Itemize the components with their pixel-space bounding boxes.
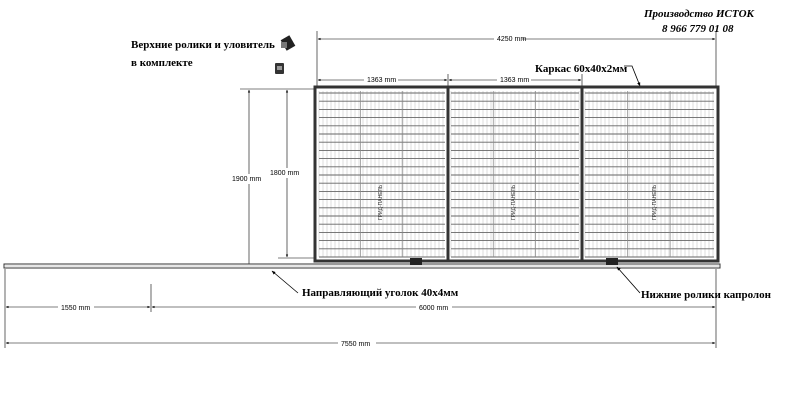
panel-stamp: ГРИД-ПАНЕЛЬ <box>652 184 658 220</box>
bottom-rollers-label: Нижние ролики капролон <box>641 289 772 301</box>
panel-stamp: ГРИД-ПАНЕЛЬ <box>511 184 517 220</box>
bottom-rollers-leader <box>616 266 641 294</box>
frame-label: Каркас 60х40х2мм <box>535 63 628 75</box>
panel-right-label: 1363 mm <box>500 77 529 84</box>
guide-rail-leader <box>271 270 299 294</box>
company-name: Производство ИСТОК <box>643 8 755 20</box>
grid-panel: ГРИД-ПАНЕЛЬ <box>318 91 445 258</box>
guide-rail <box>3 263 721 269</box>
gate-frame: ГРИД-ПАНЕЛЬ ГРИД-ПАНЕЛЬ ГРИД-ПАНЕЛЬ <box>313 85 720 263</box>
panel-height-label: 1800 mm <box>270 170 299 177</box>
panel-left-label: 1363 mm <box>367 77 396 84</box>
bottom-roller-right <box>606 258 618 265</box>
catcher-icon <box>275 63 284 74</box>
bottom-roller-left <box>410 258 422 265</box>
grid-panel: ГРИД-ПАНЕЛЬ <box>450 91 580 258</box>
overall-length-label: 7550 mm <box>341 341 370 348</box>
grid-panel: ГРИД-ПАНЕЛЬ <box>584 91 714 258</box>
guide-rail-label: Направляющий уголок 40х4мм <box>302 287 459 299</box>
gate-width-label: 4250 mm <box>497 36 526 43</box>
company-phone: 8 966 779 01 08 <box>662 23 734 35</box>
top-roller-icon <box>280 35 296 51</box>
top-rollers-label-line2: в комплекте <box>131 57 193 69</box>
top-rollers-label-line1: Верхние ролики и уловитель <box>131 39 275 51</box>
rail-length-label: 6000 mm <box>419 305 448 312</box>
panel-stamp: ГРИД-ПАНЕЛЬ <box>378 184 384 220</box>
counterweight-label: 1550 mm <box>61 305 90 312</box>
frame-leader <box>624 65 641 87</box>
total-height-label: 1900 mm <box>232 176 261 183</box>
